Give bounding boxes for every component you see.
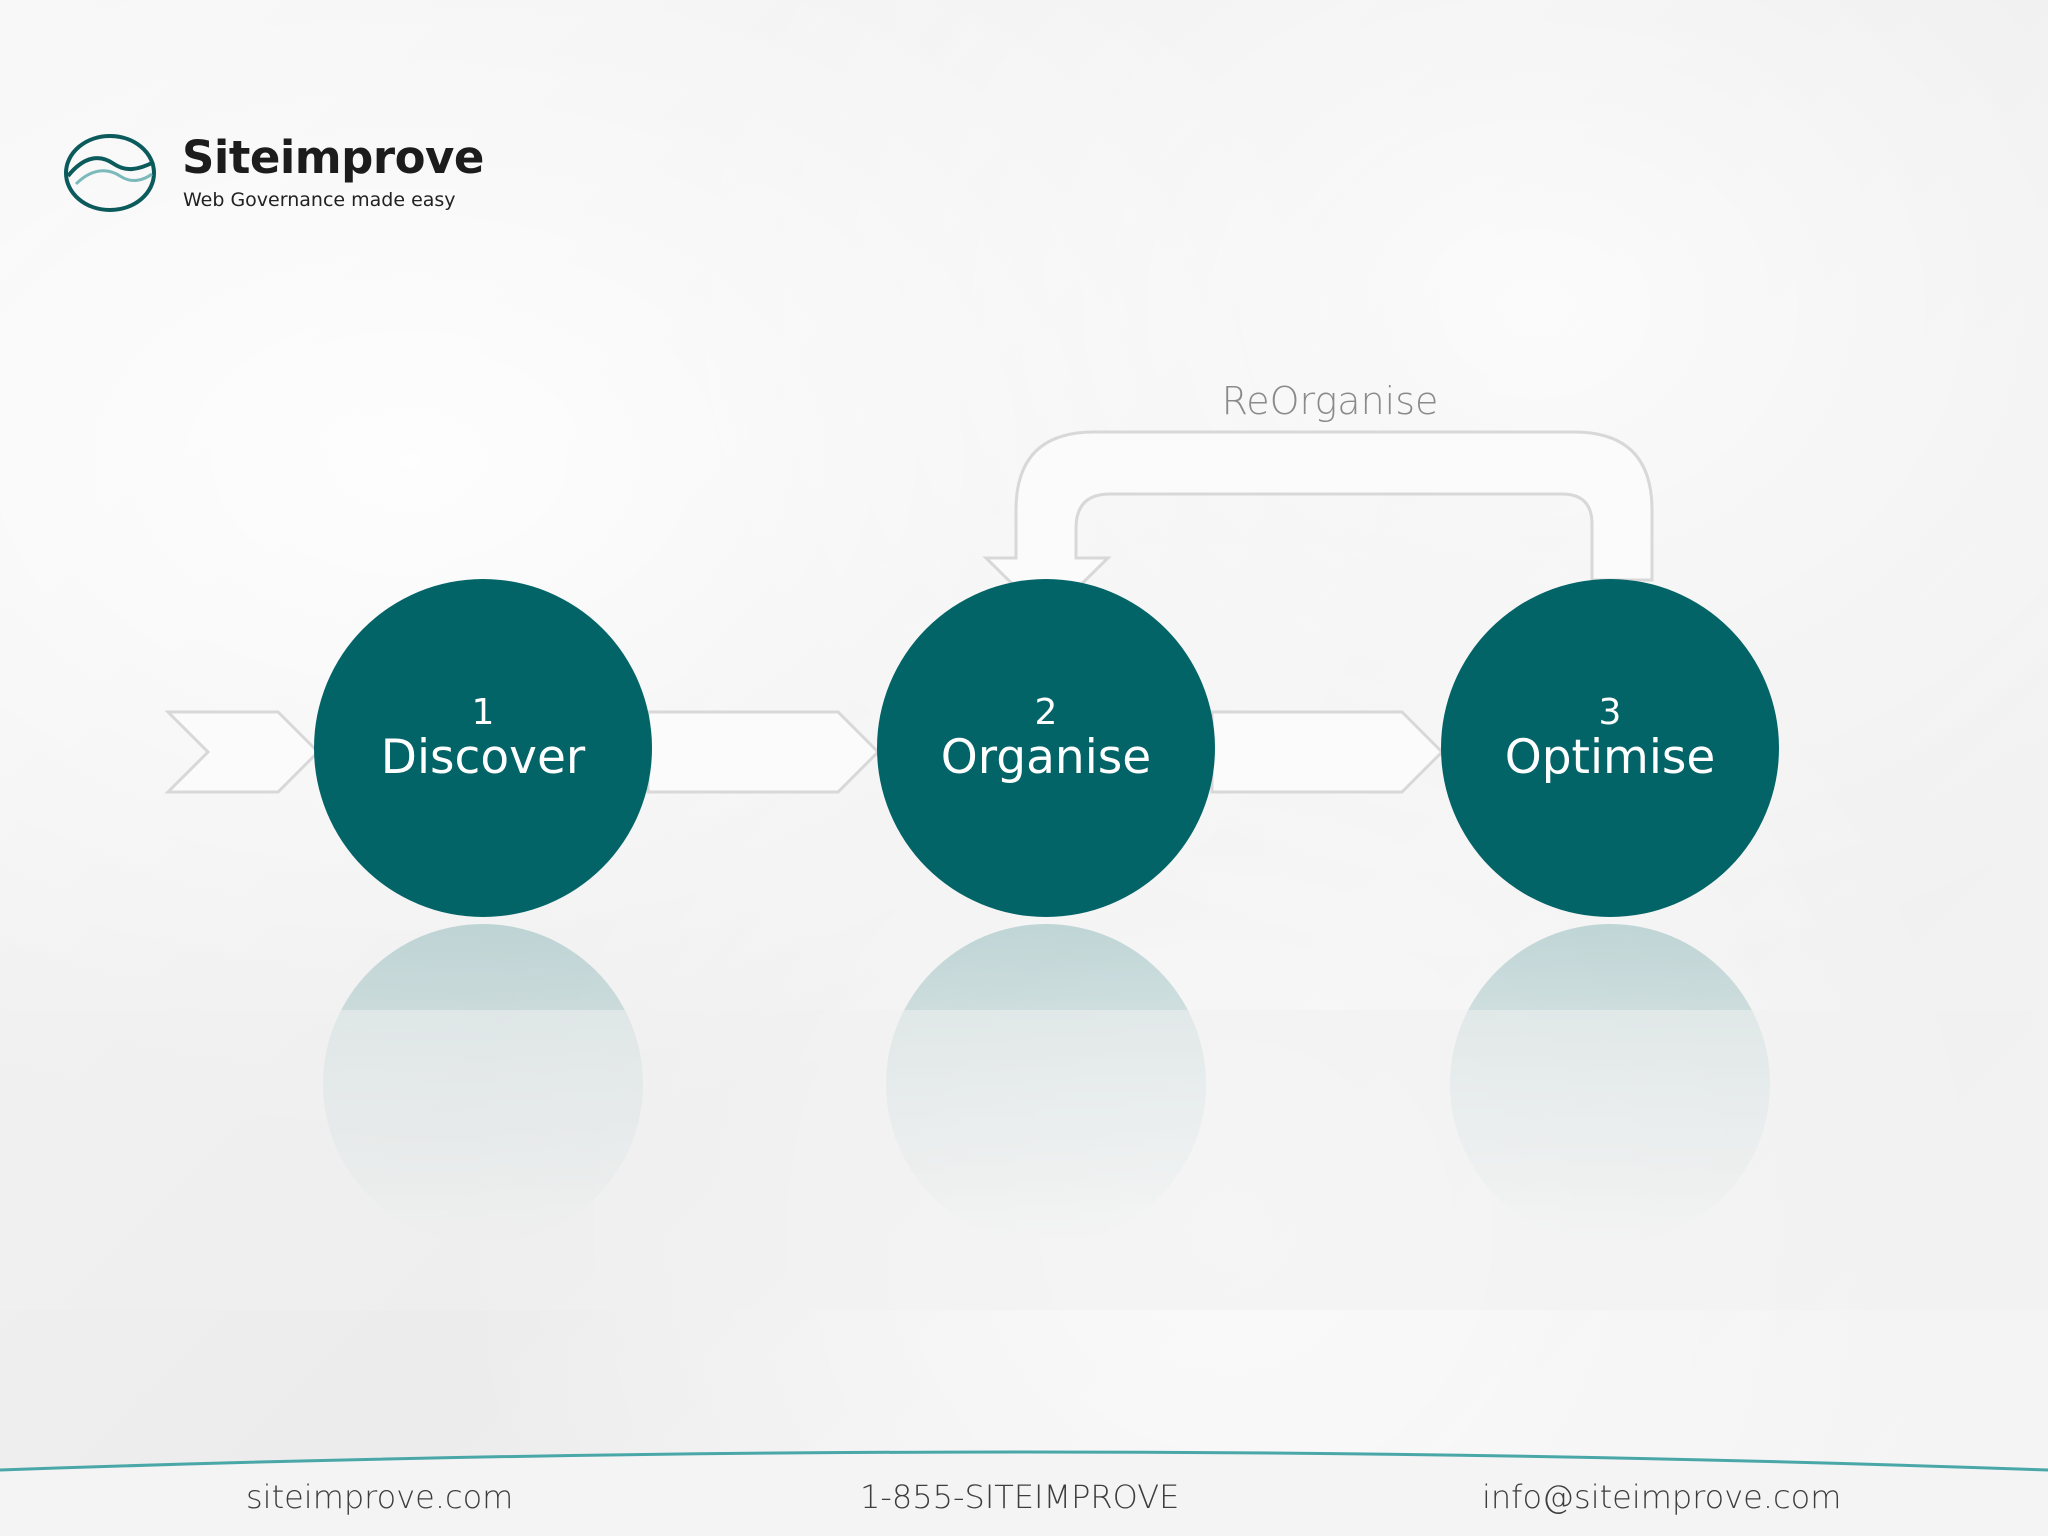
step-circle-discover bbox=[314, 579, 652, 917]
siteimprove-logo: Siteimprove Web Governance made easy bbox=[62, 130, 484, 220]
step-label: Optimise bbox=[1504, 730, 1716, 785]
step-optimise: 3 Optimise bbox=[1441, 694, 1779, 784]
logo-tagline: Web Governance made easy bbox=[183, 189, 456, 211]
step-number: 3 bbox=[1598, 692, 1622, 733]
siteimprove-logo-icon bbox=[64, 134, 156, 212]
step-circle-optimise bbox=[1441, 579, 1779, 917]
reorganise-label: ReOrganise bbox=[1221, 379, 1439, 423]
footer-website-link[interactable]: siteimprove.com bbox=[246, 1478, 514, 1516]
step-organise: 2 Organise bbox=[877, 694, 1215, 784]
footer bbox=[0, 1440, 2048, 1536]
step-discover: 1 Discover bbox=[314, 694, 652, 784]
arrow-discover-to-organise bbox=[646, 710, 881, 794]
footer-email-link[interactable]: info@siteimprove.com bbox=[1482, 1478, 1842, 1516]
arrow-organise-to-optimise bbox=[1210, 710, 1445, 794]
footer-divider bbox=[0, 1450, 2048, 1536]
reorganise-loop-arrow bbox=[982, 430, 1654, 621]
step-number: 2 bbox=[1034, 692, 1058, 733]
footer-phone: 1-855-SITEIMPROVE bbox=[860, 1478, 1180, 1516]
step-label: Discover bbox=[380, 730, 586, 785]
step-circle-organise bbox=[877, 579, 1215, 917]
entry-chevron-arrow bbox=[164, 710, 321, 794]
logo-name: Siteimprove bbox=[182, 131, 484, 184]
step-label: Organise bbox=[940, 730, 1152, 785]
step-number: 1 bbox=[471, 692, 495, 733]
